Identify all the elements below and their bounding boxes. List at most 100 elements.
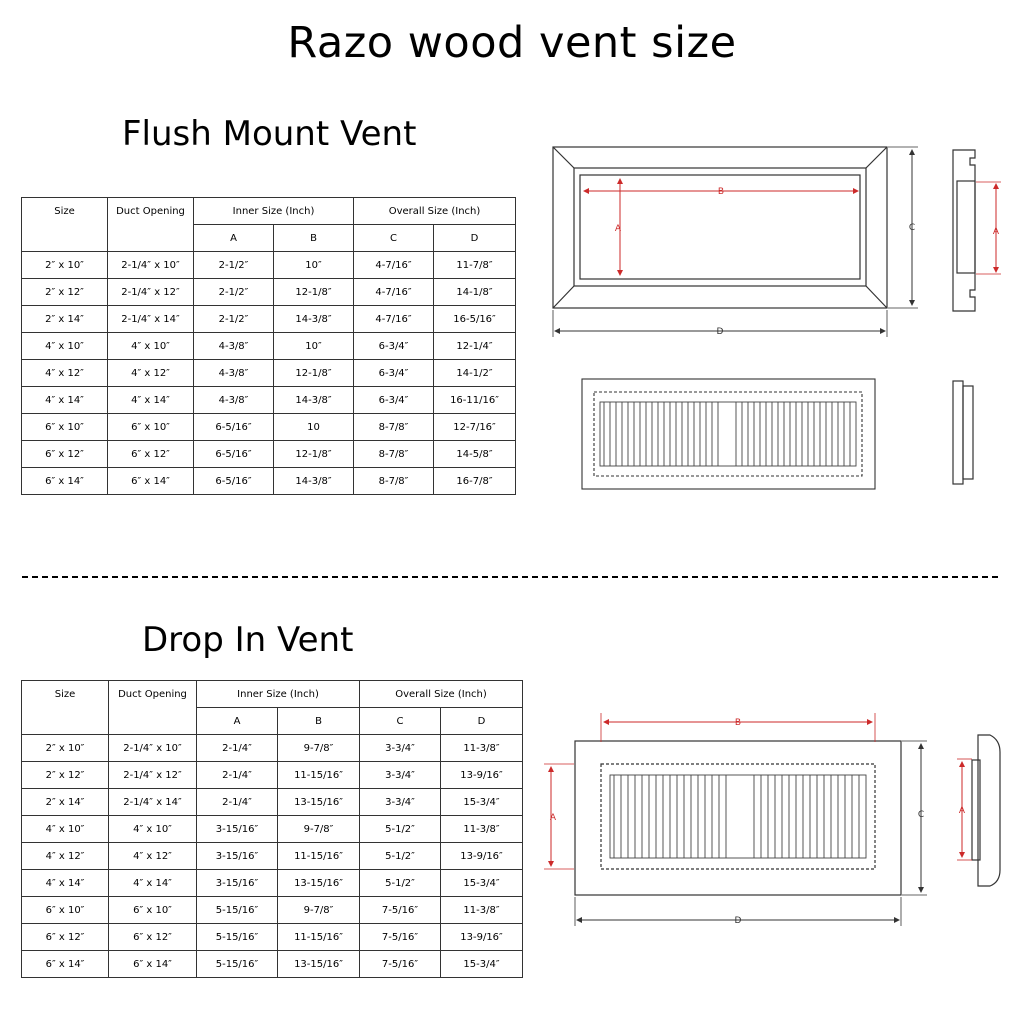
cell-d: 14-5/8″ [433,440,517,468]
cell-size: 6″ x 12″ [21,923,109,951]
flush-side-profile [952,149,976,312]
cell-c: 6-3/4″ [353,386,435,414]
drop-front-label-a: A [550,813,557,823]
cell-d: 14-1/2″ [433,359,517,387]
flush-grille-slats [599,401,857,467]
cell-a: 4-3/8″ [193,386,274,414]
cell-b: 9-7/8″ [276,815,361,843]
cell-b: 14-3/8″ [272,305,355,333]
header-d: D [440,707,524,735]
table-header-row: Size Duct Opening Inner Size (Inch) Over… [21,680,524,735]
flush-front-label-c: C [909,223,915,233]
cell-size: 4″ x 12″ [21,842,109,870]
cell-duct: 6″ x 12″ [108,923,197,951]
cell-duct: 2-1/4″ x 10″ [107,251,194,279]
table-row: 4″ x 10″4″ x 10″3-15/16″9-7/8″5-1/2″11-3… [21,815,524,843]
header-a: A [193,224,274,252]
table-row: 4″ x 14″4″ x 14″4-3/8″14-3/8″6-3/4″16-11… [21,386,517,414]
cell-b: 12-1/8″ [272,440,355,468]
cell-a: 6-5/16″ [193,440,274,468]
cell-size: 4″ x 14″ [21,869,109,897]
table-row: 6″ x 10″6″ x 10″5-15/16″9-7/8″7-5/16″11-… [21,896,524,924]
cell-c: 8-7/8″ [353,440,435,468]
cell-b: 11-15/16″ [276,761,361,789]
header-inner-size: Inner Size (Inch) [195,680,361,708]
drop-front-view [574,740,902,896]
cell-c: 6-3/4″ [353,332,435,360]
cell-c: 4-7/16″ [353,251,435,279]
cell-d: 11-3/8″ [440,896,524,924]
drop-front-label-d: D [735,916,742,926]
cell-c: 5-1/2″ [359,869,442,897]
cell-size: 2″ x 10″ [21,734,109,762]
section-divider [22,576,998,578]
cell-d: 15-3/4″ [440,950,524,978]
cell-b: 9-7/8″ [276,734,361,762]
cell-size: 6″ x 14″ [21,950,109,978]
table-row: 2″ x 10″2-1/4″ x 10″2-1/4″9-7/8″3-3/4″11… [21,734,524,762]
table-row: 6″ x 12″6″ x 12″6-5/16″12-1/8″8-7/8″14-5… [21,440,517,468]
table-row: 2″ x 10″2-1/4″ x 10″2-1/2″10″4-7/16″11-7… [21,251,517,279]
cell-c: 6-3/4″ [353,359,435,387]
cell-a: 3-15/16″ [196,869,278,897]
cell-c: 7-5/16″ [359,896,442,924]
cell-b: 10 [272,413,355,441]
drop-side-dimension: A [957,758,972,861]
table-subheader-row: A B C D [22,224,517,252]
cell-size: 6″ x 12″ [21,440,108,468]
cell-duct: 4″ x 14″ [108,869,197,897]
cell-size: 6″ x 10″ [21,413,108,441]
flush-front-label-b: B [718,187,724,197]
drop-in-title: Drop In Vent [142,620,354,660]
cell-c: 7-5/16″ [359,950,442,978]
cell-duct: 6″ x 14″ [107,467,194,495]
flush-front-view [552,146,888,309]
drop-side-profile [971,734,1001,887]
cell-d: 13-9/16″ [440,923,524,951]
table-row: 4″ x 12″4″ x 12″4-3/8″12-1/8″6-3/4″14-1/… [21,359,517,387]
flush-grille-view [581,378,876,490]
cell-duct: 6″ x 14″ [108,950,197,978]
table-row: 6″ x 14″6″ x 14″6-5/16″14-3/8″8-7/8″16-7… [21,467,517,495]
grille-frame [609,774,867,859]
header-duct-opening: Duct Opening [108,680,197,735]
drop-side-label-a: A [959,806,966,816]
cell-d: 16-11/16″ [433,386,517,414]
flush-front-label-a: A [615,224,622,234]
table-row: 2″ x 14″2-1/4″ x 14″2-1/4″13-15/16″3-3/4… [21,788,524,816]
cell-duct: 2-1/4″ x 14″ [108,788,197,816]
grille-frame [599,401,857,467]
cell-c: 3-3/4″ [359,788,442,816]
cell-size: 2″ x 10″ [21,251,108,279]
cell-d: 11-3/8″ [440,734,524,762]
cell-b: 11-15/16″ [276,923,361,951]
flush-front-label-d: D [717,327,724,337]
cell-d: 13-9/16″ [440,761,524,789]
cell-d: 12-7/16″ [433,413,517,441]
cell-b: 13-15/16″ [276,950,361,978]
cell-b: 13-15/16″ [276,869,361,897]
cell-b: 11-15/16″ [276,842,361,870]
cell-a: 2-1/2″ [193,278,274,306]
cell-duct: 2-1/4″ x 14″ [107,305,194,333]
cell-a: 3-15/16″ [196,842,278,870]
cell-size: 4″ x 10″ [21,815,109,843]
table-header-row: Size Duct Opening Inner Size (Inch) Over… [21,197,517,252]
cell-size: 4″ x 10″ [21,332,108,360]
drop-grille-slats [609,774,867,859]
cell-a: 2-1/4″ [196,761,278,789]
table-row: 6″ x 14″6″ x 14″5-15/16″13-15/16″7-5/16″… [21,950,524,978]
cell-b: 13-15/16″ [276,788,361,816]
cell-b: 10″ [272,251,355,279]
cell-size: 6″ x 14″ [21,467,108,495]
flush-mount-title: Flush Mount Vent [122,114,417,154]
drop-front-label-b: B [735,718,741,728]
cell-duct: 2-1/4″ x 10″ [108,734,197,762]
cell-b: 12-1/8″ [272,278,355,306]
table-row: 6″ x 12″6″ x 12″5-15/16″11-15/16″7-5/16″… [21,923,524,951]
cell-c: 3-3/4″ [359,734,442,762]
flush-grille-side [952,380,974,485]
cell-a: 5-15/16″ [196,896,278,924]
cell-d: 15-3/4″ [440,788,524,816]
table-row: 4″ x 12″4″ x 12″3-15/16″11-15/16″5-1/2″1… [21,842,524,870]
